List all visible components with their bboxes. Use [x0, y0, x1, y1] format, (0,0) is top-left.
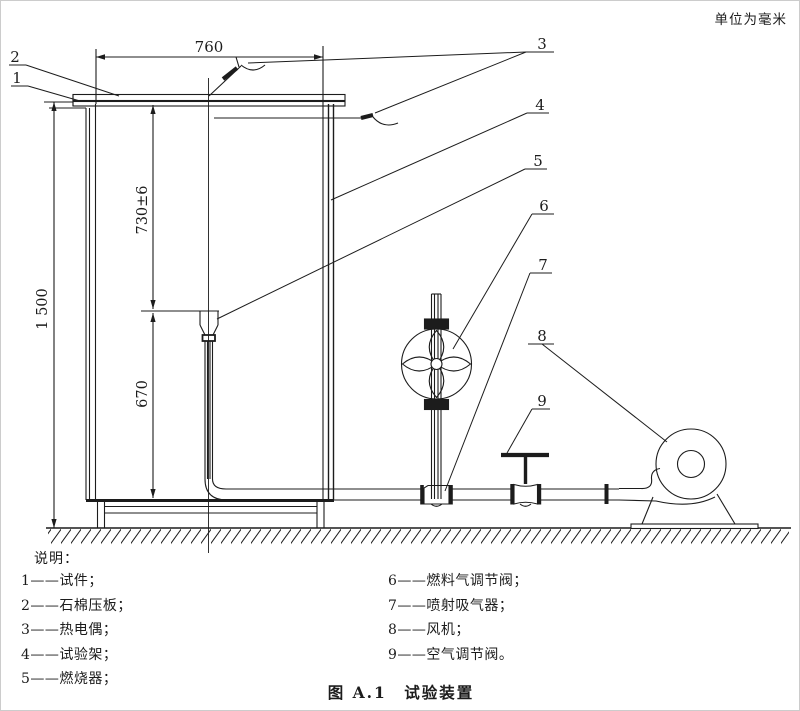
injector-aspirator-drawing [420, 484, 453, 507]
fuel-gas-valve-drawing [400, 293, 473, 499]
legend-item-5: 5——燃烧器； [21, 671, 118, 687]
callout-3: 3 [537, 35, 547, 53]
figure-caption: 图 A.1 试验装置 [327, 683, 475, 702]
legend-item-9: 9——空气调节阀。 [388, 646, 514, 663]
dim-730-label: 730±6 [135, 185, 151, 234]
legend-item-8: 8——风机； [388, 622, 470, 638]
apparatus-diagram: 760 1 500 730±6 670 [9, 35, 791, 553]
legend-item-4: 4——试验架； [21, 646, 118, 663]
legend-item-7: 7——喷射吸气器； [388, 597, 514, 614]
callout-2: 2 [10, 48, 20, 66]
legend-item-1: 1——试件； [21, 573, 103, 589]
callout-5: 5 [533, 152, 543, 170]
legend-item-2: 2——石棉压板； [21, 597, 132, 614]
callout-7: 7 [538, 256, 548, 274]
callout-1: 1 [12, 69, 22, 87]
dimension-lower-height: 670 [135, 313, 156, 498]
legend-item-6: 6——燃料气调节阀； [388, 573, 528, 589]
legend-heading: 说明： [34, 551, 79, 567]
dim-1500-label: 1 500 [35, 288, 51, 330]
air-valve-drawing [501, 452, 549, 507]
callout-9: 9 [537, 392, 547, 410]
fan-drawing [604, 428, 759, 530]
callout-numbers: 2 1 3 4 5 6 7 8 9 [10, 35, 549, 410]
legend-item-3: 3——热电偶； [21, 622, 118, 638]
dimension-upper-height: 730±6 [135, 105, 219, 312]
callout-8: 8 [537, 327, 547, 345]
units-note: 单位为毫米 [714, 12, 787, 28]
legend-column-right: 6——燃料气调节阀； 7——喷射吸气器； 8——风机； 9——空气调节阀。 [388, 569, 528, 667]
callout-leaders [9, 51, 668, 492]
ground-hatching [46, 527, 791, 546]
burner-drawing [199, 310, 228, 501]
legend-column-left: 1——试件； 2——石棉压板； 3——热电偶； 4——试验架； 5——燃烧器； [21, 569, 132, 692]
thermocouple-drawing [208, 56, 399, 126]
callout-6: 6 [539, 197, 549, 215]
dim-760-label: 760 [195, 38, 224, 56]
dimension-total-height: 1 500 [35, 101, 73, 528]
dim-670-label: 670 [135, 380, 151, 408]
callout-4: 4 [535, 96, 545, 114]
dimension-top-width: 760 [95, 38, 324, 104]
